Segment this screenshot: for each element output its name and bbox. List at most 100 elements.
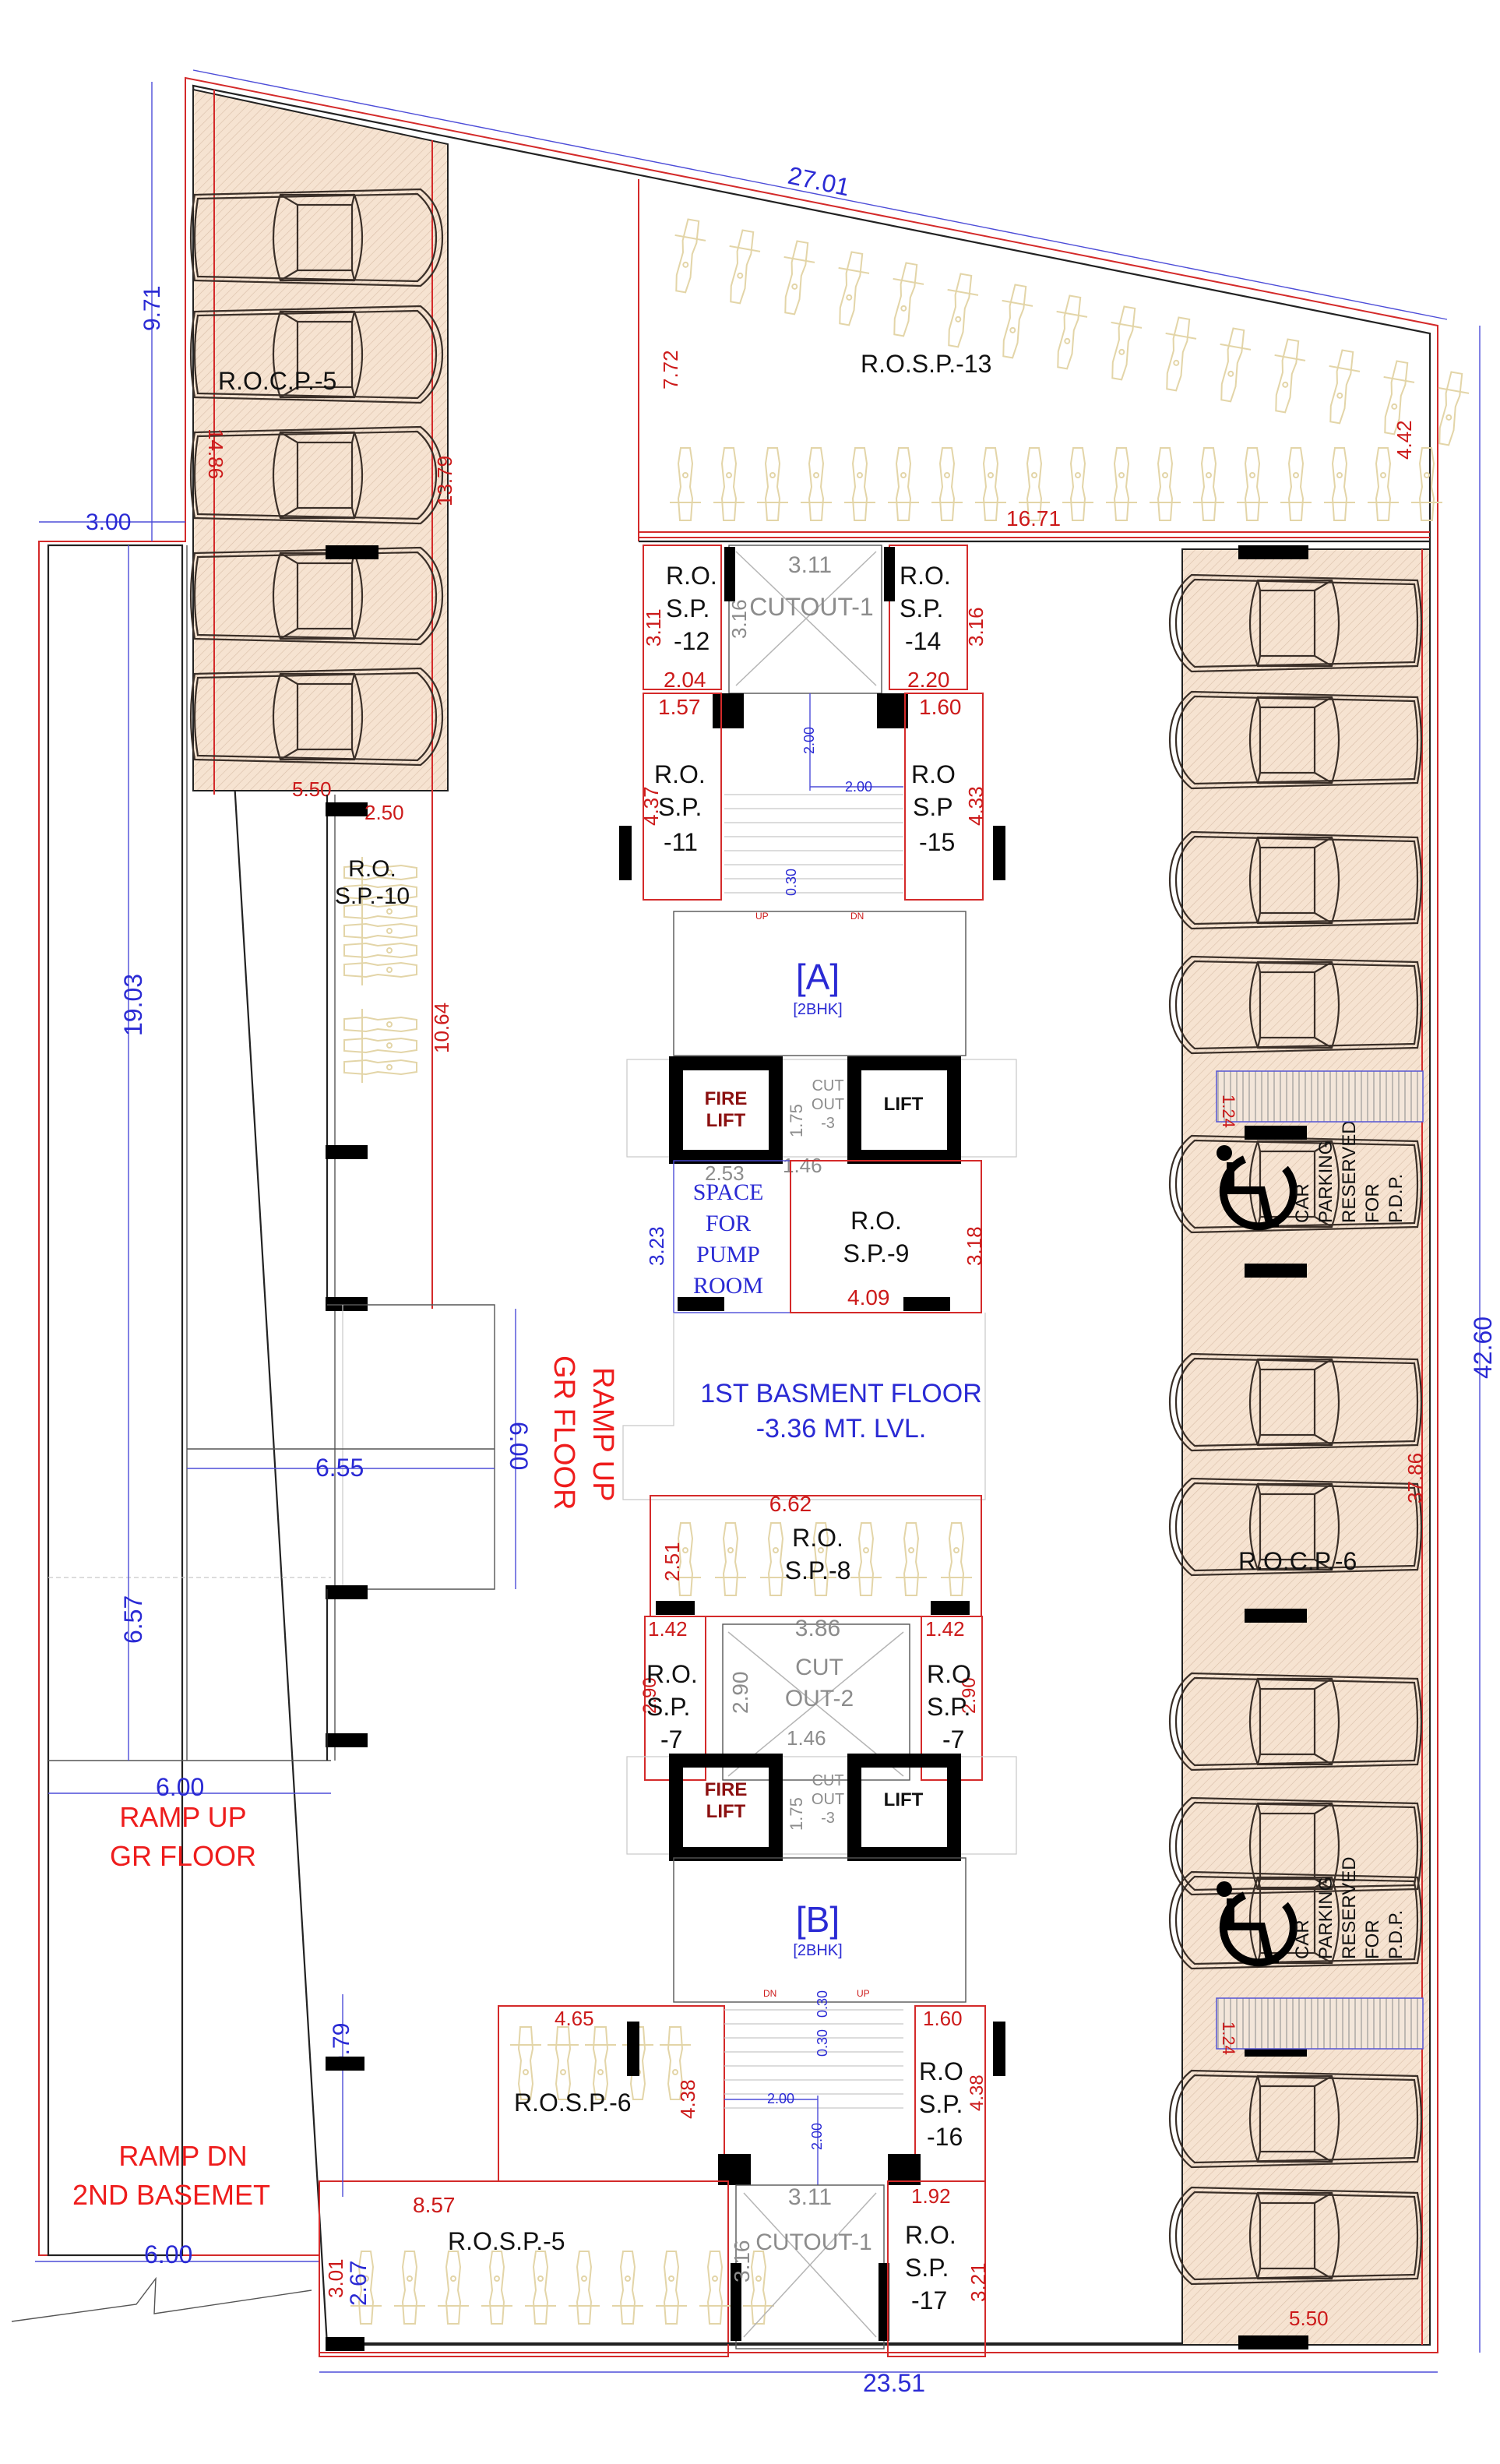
zone-label-sp9-line1: R.O. xyxy=(850,1207,902,1235)
zone-label-sp12-line3: -12 xyxy=(674,627,710,655)
bike-icon xyxy=(664,217,710,295)
cutout3-a-line2: OUT xyxy=(812,1096,844,1113)
ramp-up-label-line2: GR FLOOR xyxy=(110,1840,256,1872)
stair-up-label: UP xyxy=(755,911,769,922)
dim-stair-b-tread1: 0.30 xyxy=(815,1990,830,2018)
zone-label-sp8-line2: S.P.-8 xyxy=(785,1556,851,1585)
dim-cutout3-b-h: 1.75 xyxy=(787,1797,806,1831)
dim-sp9-h: 3.18 xyxy=(963,1226,986,1266)
bike-icon xyxy=(343,954,417,986)
dim-cutout3-a-w: 2.53 xyxy=(705,1161,745,1185)
zone-label-rocp5: R.O.C.P.-5 xyxy=(218,367,336,395)
dim-left-mid: 19.03 xyxy=(119,974,147,1036)
dim-stair-b-h: 2.00 xyxy=(767,2091,794,2106)
zone-label-sp17-line2: S.P. xyxy=(905,2254,949,2282)
zone-label-sp7-right-line1: R.O xyxy=(927,1660,971,1688)
zone-label-cutout1-bottom: CUTOUT-1 xyxy=(755,2230,871,2255)
zone-label-sp15-line3: -15 xyxy=(919,828,955,856)
bike-icon xyxy=(343,934,417,967)
zone-label-sp16-line1: R.O xyxy=(919,2057,963,2085)
core-b-type: [2BHK] xyxy=(793,1942,842,1959)
dim-rosp6-w: 4.65 xyxy=(555,2007,594,2030)
pdp-reserved-label: PARKING xyxy=(1315,1140,1336,1223)
bike-icon xyxy=(343,915,417,947)
dim-left-lower: 6.57 xyxy=(119,1595,147,1644)
fire-lift-label-line1: FIRE xyxy=(705,1088,748,1109)
dim-rocp5-diag: 14.86 xyxy=(204,428,227,479)
bike-icon xyxy=(568,2251,600,2325)
zone-label-sp7-right-line2: S.P. xyxy=(927,1693,970,1721)
pump-room-line3: PUMP xyxy=(696,1242,760,1267)
bike-icon xyxy=(974,447,1007,521)
bike-icon xyxy=(1210,326,1255,404)
zone-label-sp7-left-line2: S.P. xyxy=(646,1693,690,1721)
ramp-down-label-line2: 2ND BASEMET xyxy=(72,2179,270,2211)
zone-label-sp7-left-line3: -7 xyxy=(660,1726,682,1754)
dim-bottom-left-267: 2.67 xyxy=(346,2261,371,2306)
pump-room-line2: FOR xyxy=(706,1211,751,1236)
dim-sp7-left-w: 1.42 xyxy=(648,1617,688,1641)
bike-icon xyxy=(713,447,745,521)
core-b-lobby: FIRE LIFT LIFT CUT OUT -3 1.46 1.75 [B] … xyxy=(626,1726,1017,2003)
zone-label-sp15-line2: S.P xyxy=(913,793,953,821)
dim-rosp5-w: 8.57 xyxy=(413,2193,456,2217)
pdp-reserved-label: P.D.P. xyxy=(1386,1910,1407,1959)
core-b-upper: 1.42 1.42 2.90 2.90 3.86 2.90 CUT OUT-2 … xyxy=(639,1616,983,1781)
zone-label-sp11-line3: -11 xyxy=(664,828,698,856)
bike-icon xyxy=(699,2251,731,2325)
zone-label-cutout1-top: CUTOUT-1 xyxy=(749,593,873,621)
cutout3-b-line3: -3 xyxy=(821,1810,835,1827)
dim-stair-b-v: 2.00 xyxy=(809,2123,825,2150)
zone-label-sp9-line2: S.P.-9 xyxy=(843,1239,910,1267)
dim-sp11-h: 4.37 xyxy=(639,786,663,826)
ramp-down-left: 19.03 6.57 6.00 RAMP UP GR FLOOR RAMP DN… xyxy=(11,544,336,2322)
zone-label-sp7-right-line3: -7 xyxy=(942,1726,964,1754)
dim-top-diagonal: 27.01 xyxy=(786,161,853,202)
dim-sp14-w: 2.20 xyxy=(907,668,950,692)
dim-cutout3-a-h: 1.75 xyxy=(787,1104,806,1137)
zone-label-sp14-line1: R.O. xyxy=(900,562,951,590)
dim-rosp13-right: 4.42 xyxy=(1393,420,1416,460)
bike-icon xyxy=(343,1051,417,1084)
dim-rocp6-width: 5.50 xyxy=(1289,2307,1329,2330)
dim-sp8-w: 6.62 xyxy=(769,1492,812,1516)
core-a-upper: 3.11 3.16 CUTOUT-1 R.O. S.P. -12 R.O. S.… xyxy=(642,545,988,728)
dim-rosp13-width: 16.71 xyxy=(1006,506,1061,531)
dim-stair-a-h: 2.00 xyxy=(845,779,872,795)
pdp-reserved-label: CAR xyxy=(1292,1183,1313,1223)
zone-label-sp11-line1: R.O. xyxy=(654,760,706,788)
dim-bottom-total: 23.51 xyxy=(863,2369,925,2397)
bike-icon xyxy=(611,2251,644,2325)
bike-icon xyxy=(1149,447,1181,521)
lift-label: LIFT xyxy=(884,1094,924,1115)
bike-icon xyxy=(1280,447,1312,521)
dim-sp16-h: 4.38 xyxy=(967,2074,988,2111)
dim-stair-a-tread: 0.30 xyxy=(783,869,799,896)
pdp-reserved-label: FOR xyxy=(1362,1919,1383,1959)
dim-pump-room-height: 3.23 xyxy=(645,1226,668,1266)
bike-icon xyxy=(850,1522,882,1596)
bike-icon xyxy=(1062,447,1094,521)
cutout3-a-line1: CUT xyxy=(812,1077,843,1095)
bike-icon xyxy=(719,227,765,306)
dim-rocp5-right: 13.79 xyxy=(433,456,456,506)
dim-ramp-up-width: 6.00 xyxy=(156,1773,204,1801)
dim-pdp-ramp-2: 1.24 xyxy=(1219,2022,1238,2055)
zone-label-rosp13: R.O.S.P.-13 xyxy=(861,350,991,378)
pump-room-line1: SPACE xyxy=(693,1179,764,1205)
zone-label-sp17-line1: R.O. xyxy=(905,2221,956,2249)
core-a-label: [A] xyxy=(796,957,840,997)
zone-label-sp16-line2: S.P. xyxy=(919,2090,963,2118)
fire-lift-shaft xyxy=(669,1056,783,1164)
zone-label-sp10-line2: S.P.-10 xyxy=(335,883,410,909)
bike-icon xyxy=(843,447,876,521)
dim-sp9-w: 4.09 xyxy=(847,1285,890,1310)
zone-label-sp7-left-line1: R.O. xyxy=(646,1660,698,1688)
zone-label-cutout2-line2: OUT-2 xyxy=(785,1686,854,1711)
pdp-ramp-1 xyxy=(1216,1070,1424,1123)
lift-shaft-b xyxy=(847,1754,961,1861)
bike-icon xyxy=(940,1522,973,1596)
zone-label-rosp6: R.O.S.P.-6 xyxy=(514,2089,632,2117)
fire-lift-label-line2: LIFT xyxy=(706,1110,746,1131)
